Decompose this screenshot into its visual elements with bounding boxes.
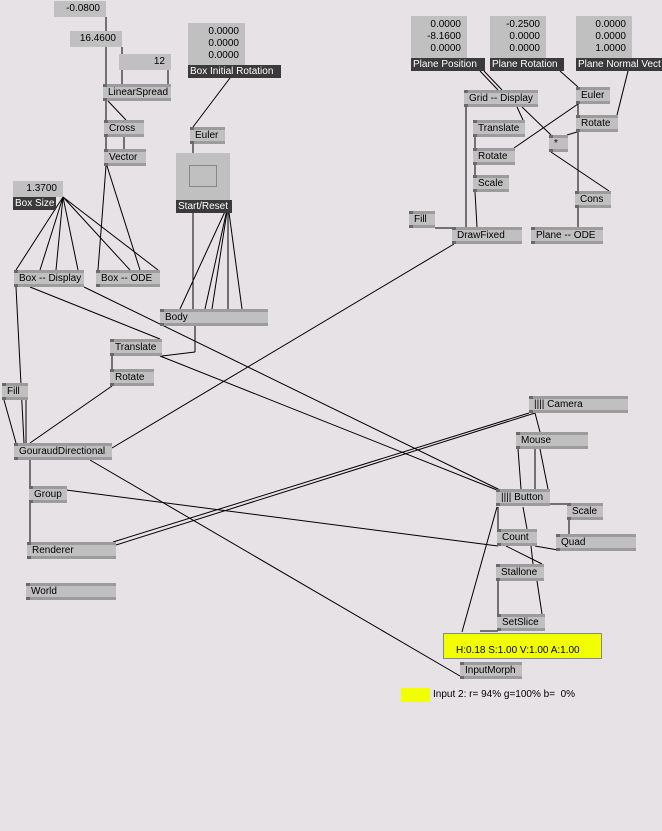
node-fill[interactable]: Fill (409, 211, 435, 228)
node-euler[interactable]: Euler (576, 87, 610, 104)
plane-normal-label: Plane Normal Vect (576, 58, 662, 71)
value: 0.0000 (595, 19, 626, 30)
plane-position-iobox[interactable]: 0.0000 -8.1600 0.0000 (411, 16, 467, 58)
tooltip-text: Input 2: r= 94% g=100% b= 0% (433, 689, 576, 700)
value: 0.0000 (430, 43, 461, 54)
plane-rotation-label: Plane Rotation (490, 58, 564, 71)
value: -8.1600 (427, 31, 461, 42)
node-translate[interactable]: Translate (473, 120, 525, 137)
node-multiply[interactable]: * (549, 135, 568, 152)
value: 0.0000 (208, 50, 239, 61)
node-mouse[interactable]: Mouse (516, 432, 588, 449)
node-stallone[interactable]: Stallone (496, 564, 544, 581)
node-euler[interactable]: Euler (190, 127, 225, 144)
node-inputmorph[interactable]: InputMorph (460, 662, 522, 679)
tooltip-color-swatch (401, 688, 430, 702)
value: 0.0000 (509, 43, 540, 54)
value: 0.0000 (208, 26, 239, 37)
node-linearspread[interactable]: LinearSpread (103, 84, 171, 101)
color-iobox[interactable]: H:0.18 S:1.00 V:1.00 A:1.00 (443, 633, 602, 659)
box-rotation-iobox[interactable]: 0.0000 0.0000 0.0000 (188, 23, 245, 65)
node-camera[interactable]: |||| Camera (529, 396, 628, 413)
node-body[interactable]: Body (160, 309, 268, 326)
value: 0.0000 (509, 31, 540, 42)
value: 0.0000 (430, 19, 461, 30)
node-scale[interactable]: Scale (473, 175, 509, 192)
node-rotate[interactable]: Rotate (110, 369, 154, 386)
node-rotate[interactable]: Rotate (576, 115, 618, 132)
count-iobox[interactable]: 12 (119, 54, 171, 70)
node-world[interactable]: World (26, 583, 116, 600)
node-box-ode[interactable]: Box -- ODE (96, 270, 160, 287)
plane-rotation-iobox[interactable]: -0.2500 0.0000 0.0000 (490, 16, 546, 58)
node-group[interactable]: Group (29, 486, 67, 503)
value: 1.0000 (595, 43, 626, 54)
node-cons[interactable]: Cons (575, 191, 611, 208)
value: 0.0000 (595, 31, 626, 42)
node-rotate[interactable]: Rotate (473, 148, 515, 165)
node-count[interactable]: Count (497, 529, 537, 546)
node-vector[interactable]: Vector (104, 149, 146, 166)
start-reset-bang[interactable] (176, 153, 230, 200)
node-cross[interactable]: Cross (104, 120, 144, 137)
node-scale[interactable]: Scale (567, 503, 603, 520)
node-drawfixed[interactable]: DrawFixed (452, 227, 522, 244)
node-button[interactable]: |||| Button (496, 489, 550, 506)
width-iobox[interactable]: 16.4600 (70, 31, 122, 47)
plane-normal-iobox[interactable]: 0.0000 0.0000 1.0000 (576, 16, 632, 58)
value: -0.2500 (506, 19, 540, 30)
node-quad[interactable]: Quad (556, 534, 636, 551)
start-reset-label: Start/Reset (176, 200, 232, 213)
node-translate[interactable]: Translate (110, 339, 162, 356)
node-box-display[interactable]: Box -- Display (14, 270, 84, 287)
bang-square (189, 165, 217, 187)
box-rotation-label: Box Initial Rotation (188, 65, 281, 78)
node-renderer[interactable]: Renderer (27, 542, 116, 559)
node-plane-ode[interactable]: Plane -- ODE (531, 227, 603, 244)
node-fill[interactable]: Fill (2, 383, 28, 400)
plane-position-label: Plane Position (411, 58, 485, 71)
node-grid-display[interactable]: Grid -- Display (464, 90, 538, 107)
offset-iobox[interactable]: -0.0800 (54, 1, 106, 17)
box-size-iobox[interactable]: 1.3700 (13, 181, 63, 197)
color-value: H:0.18 S:1.00 V:1.00 A:1.00 (456, 645, 580, 656)
node-gouraud-directional[interactable]: GouraudDirectional (14, 443, 112, 460)
box-size-label: Box Size (13, 197, 57, 210)
value: 0.0000 (208, 38, 239, 49)
node-setslice[interactable]: SetSlice (497, 614, 545, 631)
